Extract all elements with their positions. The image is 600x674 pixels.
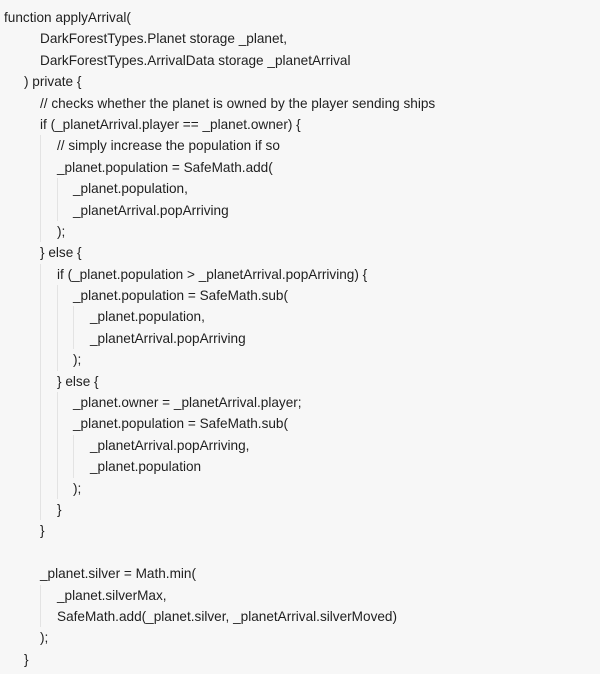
- code-line: DarkForestTypes.Planet storage _planet,: [40, 31, 288, 47]
- code-line: ) private {: [24, 74, 82, 90]
- indent-guide: [40, 327, 41, 350]
- indent-guide: [73, 306, 74, 328]
- indent-guide: [40, 156, 41, 179]
- code-line: } else {: [40, 245, 82, 261]
- code-line: _planet.population: [0, 456, 600, 478]
- indent-guide: [57, 285, 58, 307]
- indent-guide: [40, 370, 41, 393]
- indent-guide: [40, 392, 41, 414]
- code-line: _planetArrival.popArriving: [0, 327, 600, 350]
- indent-guide: [57, 413, 58, 435]
- indent-guide: [40, 285, 41, 307]
- indent-guide: [57, 178, 58, 200]
- code-line: _planet.population = SafeMath.add(: [0, 156, 600, 179]
- code-line: if (_planet.population > _planetArrival.…: [0, 263, 600, 286]
- code-line: );: [0, 220, 600, 243]
- indent-guide: [40, 349, 41, 371]
- indent-guide: [40, 498, 41, 521]
- code-line: );: [40, 630, 49, 646]
- indent-guide: [40, 456, 41, 478]
- code-line: }: [40, 523, 45, 539]
- indent-guide: [40, 413, 41, 435]
- indent-guide: [40, 220, 41, 243]
- code-line: _planetArrival.popArriving: [0, 199, 600, 221]
- code-line: );: [0, 477, 600, 499]
- code-line: _planet.population = SafeMath.sub(: [0, 413, 600, 435]
- indent-guide: [40, 477, 41, 499]
- indent-guide: [57, 199, 58, 221]
- code-line: _planet.silver = Math.min(: [40, 566, 197, 582]
- indent-guide: [40, 263, 41, 286]
- code-line: _planet.population,: [0, 178, 600, 200]
- indent-guide: [73, 434, 74, 457]
- indent-guide: [40, 199, 41, 221]
- code-line: } else {: [0, 370, 600, 393]
- indent-guide: [57, 477, 58, 499]
- indent-guide: [57, 434, 58, 457]
- code-line: [0, 542, 600, 563]
- code-line: }: [0, 498, 600, 521]
- code-line: SafeMath.add(_planet.silver, _planetArri…: [0, 605, 600, 628]
- code-line: if (_planetArrival.player == _planet.own…: [40, 116, 301, 132]
- indent-guide: [57, 306, 58, 328]
- code-line: // checks whether the planet is owned by…: [40, 95, 436, 111]
- indent-guide: [40, 605, 41, 628]
- code-line: _planet.owner = _planetArrival.player;: [0, 392, 600, 414]
- indent-guide: [73, 327, 74, 350]
- code-line: _planet.silverMax,: [0, 584, 600, 606]
- indent-guide: [40, 135, 41, 157]
- indent-guide: [40, 584, 41, 606]
- indent-guide: [57, 456, 58, 478]
- code-line: _planetArrival.popArriving,: [0, 434, 600, 457]
- indent-guide: [57, 392, 58, 414]
- indent-guide: [57, 349, 58, 371]
- code-line: DarkForestTypes.ArrivalData storage _pla…: [40, 52, 351, 68]
- code-line: function applyArrival(: [4, 10, 131, 25]
- indent-guide: [73, 456, 74, 478]
- indent-guide: [40, 306, 41, 328]
- code-line: _planet.population = SafeMath.sub(: [0, 285, 600, 307]
- code-line: _planet.population,: [0, 306, 600, 328]
- code-line: // simply increase the population if so: [0, 135, 600, 157]
- indent-guide: [57, 327, 58, 350]
- indent-guide: [40, 178, 41, 200]
- code-line: );: [0, 349, 600, 371]
- code-line: }: [24, 651, 29, 667]
- indent-guide: [40, 434, 41, 457]
